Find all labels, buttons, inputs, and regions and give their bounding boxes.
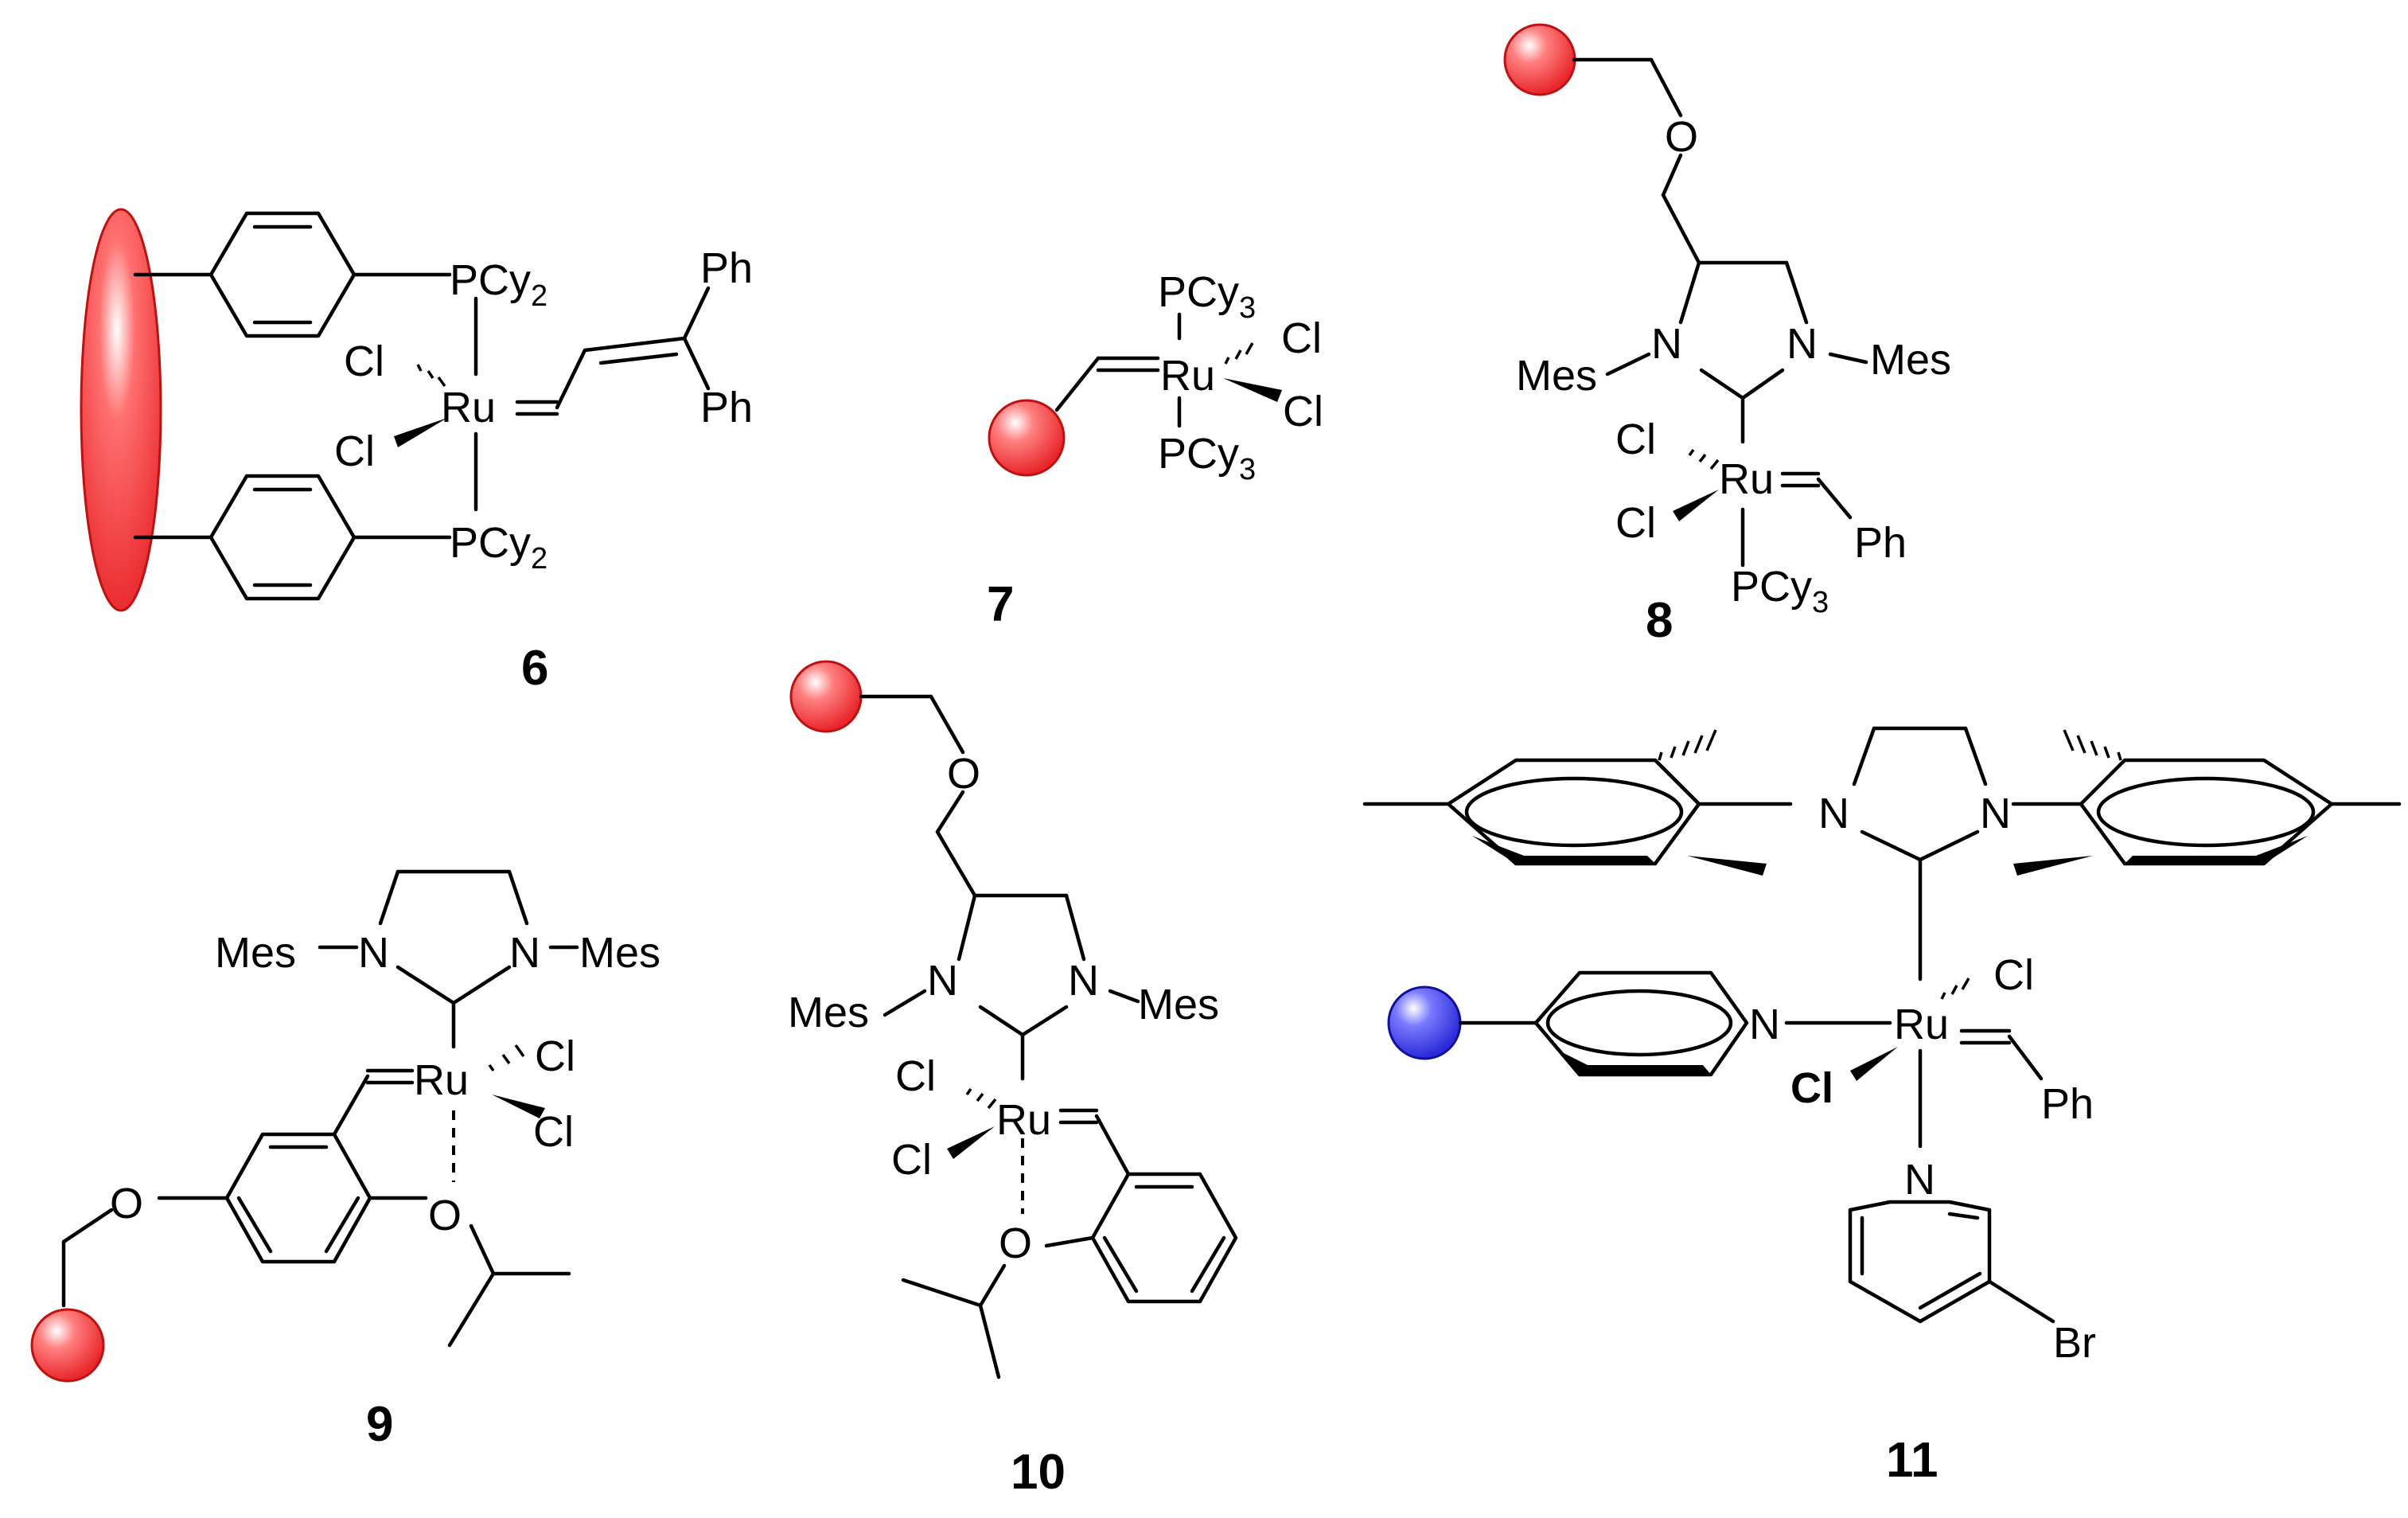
n-label-1: N [1818,790,1849,837]
compound-6: PCy2 PCy2 Ru Cl Cl Ph Ph 6 [80,208,753,696]
mes-label-2: Mes [1138,981,1219,1028]
n-label-1: N [1651,320,1682,368]
compound-10: O N N Mes Mes Cl Cl Ru O 10 [788,660,1238,1500]
cl-wedge-bond [1223,378,1282,402]
polymer-bead-blue [1387,985,1462,1060]
polymer-bead [30,1308,105,1383]
cl-hash-bond [1940,978,1970,1000]
ph-label-2: Ph [700,384,753,431]
cl-hash-bond [1224,342,1254,365]
bromopyridine-n-label: N [1904,1156,1935,1204]
benzene-ring [224,1132,372,1264]
compound-number-10: 10 [1011,1445,1066,1500]
compound-8: O N N Mes Mes Cl Cl Ru Ph PCy3 8 [1503,23,1951,648]
ru-label: Ru [441,384,496,431]
ether-o-label: O [1665,113,1698,161]
pcy2-top-label: PCy2 [450,256,547,313]
cl-label-2: Cl [334,427,375,475]
cl-label-2: Cl [1283,388,1323,435]
cl-wedge-bond [947,1126,995,1159]
polymer-bead [789,660,863,733]
pcy3-bottom-label: PCy3 [1158,430,1256,486]
cl-hash-bond [965,1087,997,1110]
pyridine-n-label: N [1749,1001,1780,1048]
ph-label: Ph [2041,1080,2094,1128]
benzene-ring [1090,1172,1238,1304]
cl-label-2: Cl [891,1136,932,1184]
mes-label-1: Mes [788,989,869,1036]
cl-label-1: Cl [344,338,384,385]
compound-9: Mes N N Mes Cl Cl Ru O O 9 [30,869,660,1452]
pcy2-bottom-label: PCy2 [450,519,547,576]
cl-wedge-bond [394,418,447,447]
ru-label: Ru [414,1056,469,1104]
cl-label-1: Cl [895,1052,936,1100]
ru-label: Ru [1160,352,1215,400]
n-label-2: N [1068,957,1099,1005]
compound-number-6: 6 [521,641,548,696]
n-label-1: N [358,929,389,977]
pyridine-ring-supported [1458,970,1892,1077]
cl-label-1: Cl [1615,416,1656,463]
ether-o-label: O [110,1180,143,1227]
cl-label-2: Cl [1790,1064,1833,1112]
cl-hash-bond [416,364,446,388]
cl-label-1: Cl [1993,951,2034,999]
polymer-bead [988,399,1066,477]
n-label-1: N [927,957,958,1005]
mesityl-ring-left [1362,729,1793,876]
benzene-ring-bottom [133,474,452,601]
ph-label-1: Ph [700,244,753,292]
isopropoxy-o-label: O [999,1219,1032,1267]
isopropoxy-o-label: O [428,1192,462,1239]
compound-number-8: 8 [1646,593,1673,648]
mes-label-2: Mes [1870,336,1951,384]
n-label-2: N [509,929,540,977]
mesityl-ring-right [2011,729,2402,876]
compound-11: N N N Ru Cl Cl Ph N Br 11 [1362,726,2402,1488]
compound-number-11: 11 [1886,1433,1938,1488]
pcy3-top-label: PCy3 [1158,268,1256,325]
polymer-support-oval [80,208,162,612]
mes-label-1: Mes [1516,352,1597,400]
cl-label-1: Cl [1281,314,1322,362]
ether-o-label: O [947,750,980,798]
n-label-2: N [1980,790,2011,837]
cl-wedge-bond [492,1095,545,1118]
ph-label: Ph [1854,519,1907,567]
br-label: Br [2053,1319,2096,1367]
ru-label: Ru [996,1096,1051,1144]
ru-label: Ru [1719,455,1774,503]
cl-hash-bond [488,1044,525,1072]
mes-label-1: Mes [215,929,296,977]
cl-wedge-bond [1850,1047,1898,1081]
compound-7: PCy3 PCy3 Ru Cl Cl 7 [987,268,1323,632]
bromopyridine-ring [1848,1200,2055,1324]
mes-label-2: Mes [579,929,660,977]
cl-wedge-bond [1673,490,1719,521]
cl-label-2: Cl [1615,499,1656,547]
ru-label: Ru [1894,1001,1949,1048]
compound-number-7: 7 [987,577,1014,632]
cl-label-2: Cl [533,1108,574,1156]
n-label-2: N [1787,320,1818,368]
compound-number-9: 9 [366,1397,393,1452]
pcy3-label: PCy3 [1731,563,1829,619]
cl-label-1: Cl [535,1032,575,1080]
cl-hash-bond [1688,448,1720,470]
polymer-bead [1503,23,1576,96]
benzene-ring-top [133,211,452,338]
